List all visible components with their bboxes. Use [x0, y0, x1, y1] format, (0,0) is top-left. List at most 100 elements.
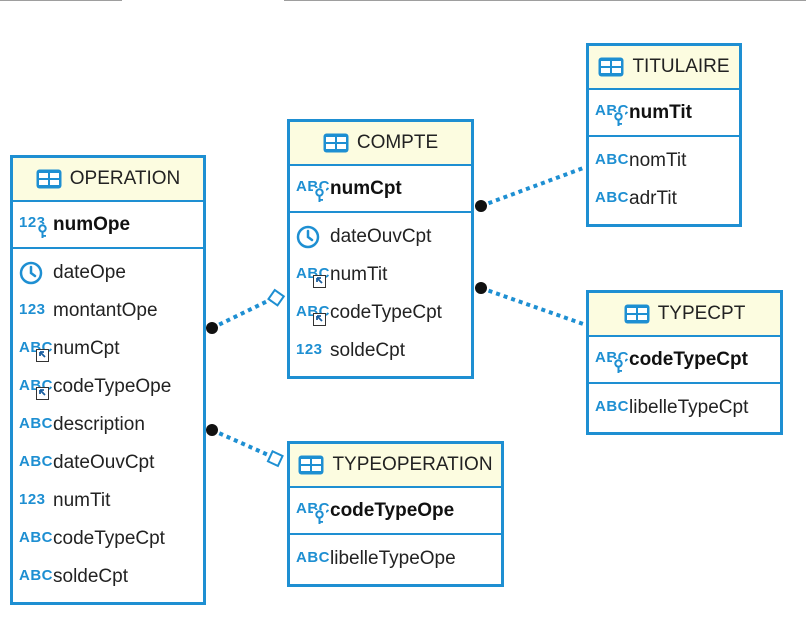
column-name: dateOpe [53, 262, 126, 283]
column-name: libelleTypeCpt [629, 397, 749, 418]
link-end-dot [206, 322, 218, 334]
primary-key-row[interactable]: ABC numCpt [290, 166, 471, 213]
top-divider-right [284, 0, 806, 1]
column-name: libelleTypeOpe [330, 548, 456, 569]
primary-key-name: numTit [629, 101, 692, 123]
link-compte-typecpt[interactable] [480, 286, 587, 327]
abc-icon: ABC [19, 452, 53, 470]
entity-header[interactable]: OPERATION [13, 158, 203, 202]
abc-key-icon: ABC [296, 177, 330, 203]
abc-fk-icon: ABC [19, 337, 53, 362]
column-name: numCpt [53, 338, 120, 359]
link-diamond-end [267, 288, 286, 307]
entity-header[interactable]: TYPEOPERATION [290, 444, 501, 488]
column-name: soldeCpt [330, 340, 405, 361]
column-name: codeTypeCpt [330, 302, 442, 323]
primary-key-name: numCpt [330, 177, 402, 199]
column-name: dateOuvCpt [330, 226, 432, 247]
primary-key-name: numOpe [53, 213, 131, 235]
abc-icon: ABC [19, 566, 53, 584]
column-row[interactable]: 123 montantOpe [13, 292, 203, 330]
entity-header[interactable]: TITULAIRE [589, 46, 739, 90]
table-icon [36, 169, 62, 189]
primary-key-row[interactable]: ABC codeTypeOpe [290, 488, 501, 535]
clock-icon [296, 225, 330, 249]
abc-icon: ABC [19, 528, 53, 546]
numeric-123-icon: 123 [19, 300, 46, 318]
entity-title: COMPTE [356, 132, 439, 153]
primary-key-row[interactable]: ABC numTit [589, 90, 739, 137]
column-name: montantOpe [53, 300, 158, 321]
link-operation-compte[interactable] [211, 295, 277, 330]
column-row[interactable]: 123 soldeCpt [290, 332, 471, 370]
entity-title: TYPEOPERATION [332, 454, 493, 475]
abc-key-icon: ABC [595, 101, 629, 127]
entity-header[interactable]: COMPTE [290, 122, 471, 166]
entity-header[interactable]: TYPECPT [589, 293, 780, 337]
column-row[interactable]: dateOuvCpt [290, 218, 471, 256]
abc-key-icon: ABC [296, 499, 330, 525]
column-name: numTit [330, 264, 388, 285]
column-name: adrTit [629, 188, 677, 209]
column-name: codeTypeCpt [53, 528, 165, 549]
table-icon [598, 57, 624, 77]
column-name: codeTypeOpe [53, 376, 172, 397]
column-row[interactable]: 123 numTit [13, 482, 203, 520]
column-name: soldeCpt [53, 566, 128, 587]
link-diamond-end [266, 450, 284, 468]
link-end-dot [206, 424, 218, 436]
123-key-icon: 123 [19, 213, 53, 239]
clock-icon [19, 261, 53, 285]
link-compte-titulaire[interactable] [480, 165, 587, 208]
link-operation-typeoperation[interactable] [211, 428, 276, 460]
link-end-dot [475, 282, 487, 294]
abc-icon: ABC [595, 150, 629, 168]
numeric-123-icon: 123 [19, 490, 46, 508]
top-divider-left [0, 0, 122, 1]
column-name: description [53, 414, 145, 435]
column-name: nomTit [629, 150, 687, 171]
column-name: numTit [53, 490, 111, 511]
primary-key-row[interactable]: ABC codeTypeCpt [589, 337, 780, 384]
primary-key-name: codeTypeCpt [629, 348, 748, 370]
link-end-dot [475, 200, 487, 212]
numeric-123-icon: 123 [296, 340, 323, 358]
abc-icon: ABC [595, 188, 629, 206]
abc-fk-icon: ABC [296, 263, 330, 288]
table-icon [298, 455, 324, 475]
abc-icon: ABC [19, 414, 53, 432]
entity-title: TITULAIRE [632, 56, 730, 77]
table-icon [323, 133, 349, 153]
entity-operation[interactable]: OPERATION 123 numOpe dateOpe 123 montantOp… [10, 155, 206, 605]
column-row[interactable]: dateOpe [13, 254, 203, 292]
entity-title: OPERATION [69, 168, 181, 189]
column-name: dateOuvCpt [53, 452, 155, 473]
abc-icon: ABC [296, 548, 330, 566]
abc-icon: ABC [595, 397, 629, 415]
abc-key-icon: ABC [595, 348, 629, 374]
primary-key-name: codeTypeOpe [330, 499, 455, 521]
primary-key-row[interactable]: 123 numOpe [13, 202, 203, 249]
